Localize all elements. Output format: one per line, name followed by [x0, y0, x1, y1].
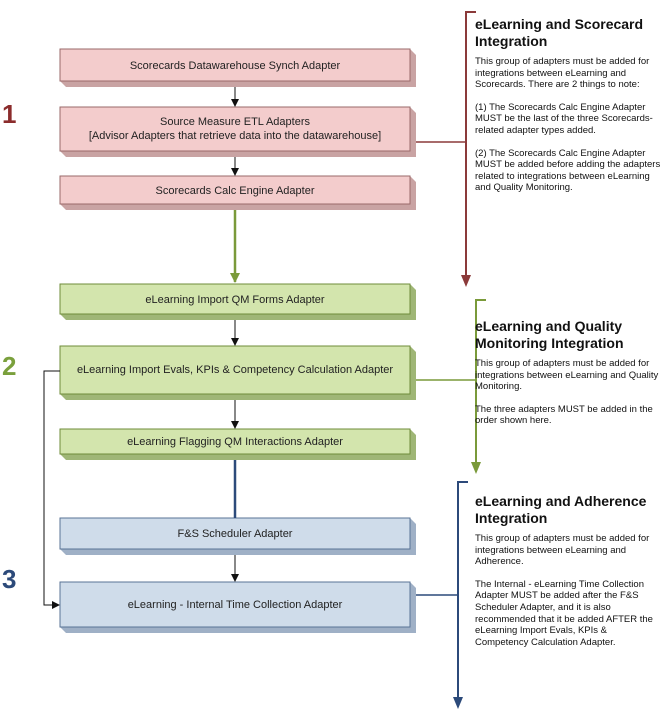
- adapter-box-fs-scheduler: F&S Scheduler Adapter: [59, 517, 416, 555]
- panel-title: eLearning and Scorecard Integration: [475, 16, 644, 49]
- box-label: Scorecards Datawarehouse Synch Adapter: [130, 60, 341, 72]
- box-label: Scorecards Calc Engine Adapter: [156, 185, 315, 197]
- box-label: eLearning - Internal Time Collection Ada…: [128, 599, 343, 611]
- panel-body: This group of adapters must be added for…: [475, 533, 661, 648]
- adapter-box-elearning-import-evals-kpis: eLearning Import Evals, KPIs & Competenc…: [59, 345, 416, 400]
- box-label-line-1: Source Measure ETL Adapters: [160, 116, 311, 128]
- panel-paragraph: This group of adapters must be added for…: [475, 56, 650, 91]
- adapter-box-elearning-flagging-qm: eLearning Flagging QM Interactions Adapt…: [59, 428, 416, 460]
- group-number-2: 2: [2, 351, 16, 381]
- box-label: eLearning Import QM Forms Adapter: [145, 294, 324, 306]
- box-label-line-2: [Advisor Adapters that retrieve data int…: [89, 130, 381, 142]
- adapter-box-scorecards-calc-engine: Scorecards Calc Engine Adapter: [59, 175, 416, 210]
- box-label: F&S Scheduler Adapter: [178, 528, 293, 540]
- box-label: eLearning Import Evals, KPIs & Competenc…: [77, 364, 393, 376]
- panel-paragraph: The Internal - eLearning Time Collection…: [475, 578, 653, 648]
- adapter-box-source-measure-etl: Source Measure ETL Adapters [Advisor Ada…: [59, 106, 416, 157]
- dependency-arrow: [43, 370, 60, 609]
- panel-paragraph: This group of adapters must be added for…: [475, 533, 650, 568]
- group-2-bracket: [416, 299, 486, 474]
- panel-body: This group of adapters must be added for…: [475, 56, 661, 194]
- panel-paragraph: The three adapters MUST be added in the …: [475, 403, 653, 427]
- panel-title: eLearning and Adherence Integration: [475, 493, 647, 526]
- adapter-box-scorecards-datawarehouse-synch: Scorecards Datawarehouse Synch Adapter: [59, 48, 416, 87]
- panel-paragraph: (2) The Scorecards Calc Engine Adapter M…: [475, 147, 661, 194]
- box-label: eLearning Flagging QM Interactions Adapt…: [127, 436, 343, 448]
- panel-adherence-integration: eLearning and Adherence Integration This…: [475, 493, 661, 659]
- adapter-box-internal-time-collection: eLearning - Internal Time Collection Ada…: [59, 581, 416, 633]
- panel-scorecard-integration: eLearning and Scorecard Integration This…: [475, 16, 661, 205]
- panel-title: eLearning and Quality Monitoring Integra…: [475, 318, 624, 351]
- panel-paragraph: (1) The Scorecards Calc Engine Adapter M…: [475, 101, 653, 136]
- group-number-3: 3: [2, 564, 16, 594]
- group-3-bracket: [416, 481, 468, 709]
- panel-paragraph: This group of adapters must be added for…: [475, 358, 659, 393]
- panel-body: This group of adapters must be added for…: [475, 358, 661, 427]
- group-number-1: 1: [2, 99, 16, 129]
- group-1-bracket: [416, 11, 476, 287]
- adapter-box-elearning-import-qm-forms: eLearning Import QM Forms Adapter: [59, 283, 416, 320]
- panel-quality-monitoring-integration: eLearning and Quality Monitoring Integra…: [475, 318, 661, 438]
